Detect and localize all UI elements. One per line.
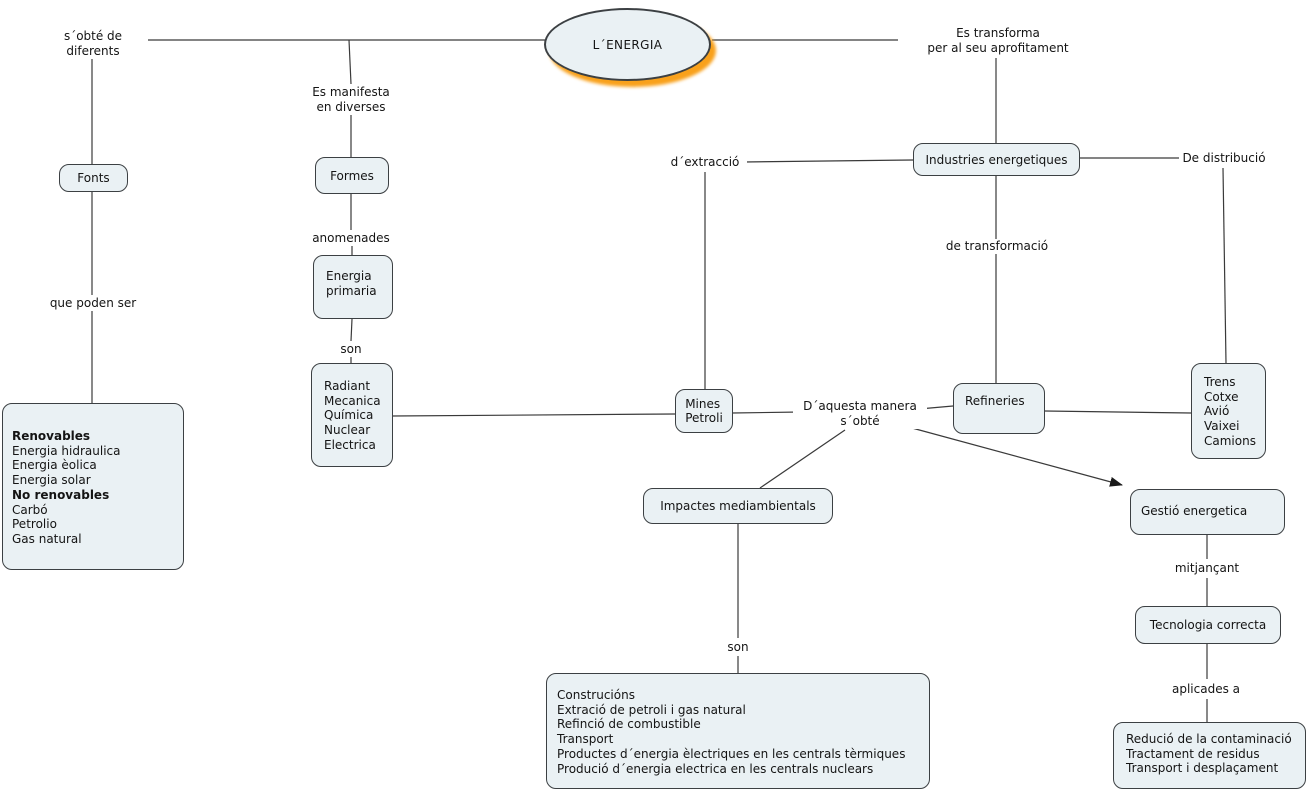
list-line: Extració de petroli i gas natural [557, 702, 746, 717]
list-line: Energia èolica [12, 458, 97, 473]
list-line: No renovables [12, 487, 110, 502]
list-line: Energia hidraulica [12, 443, 121, 458]
list-line: Produció d´energia electrica en les cent… [557, 761, 874, 776]
list-line: Redució de la contaminació [1126, 732, 1292, 746]
edge-label-poden-ser[interactable]: que poden ser [38, 296, 148, 311]
node-gestio-label: Gestió energetica [1141, 504, 1248, 518]
node-energia-primaria-label: Energia primaria [326, 269, 377, 298]
edge-distribucio-trens [1222, 167, 1227, 364]
list-line: Camions [1204, 433, 1256, 448]
node-energia-primaria[interactable]: Energia primaria [313, 255, 393, 319]
node-fonts[interactable]: Fonts [59, 164, 128, 192]
list-line: Química [324, 408, 374, 423]
list-line: Radiant [324, 379, 371, 393]
edge-main-manifesta [348, 39, 352, 85]
node-formes-list[interactable]: Radiant Mecanica Química Nuclear Electri… [311, 363, 393, 467]
node-transports-list[interactable]: Trens Cotxe Avió Vaixei Camions [1191, 363, 1266, 459]
list-line: Gas natural [12, 531, 82, 546]
list-line: Mecanica [324, 393, 381, 408]
node-tecnologia-correcta[interactable]: Tecnologia correcta [1135, 606, 1281, 644]
list-line: Electrica [324, 437, 376, 452]
node-gestio-energetica[interactable]: Gestió energetica [1130, 489, 1285, 535]
node-formes-label: Formes [330, 168, 374, 183]
edge-label-son-formes[interactable]: son [331, 342, 371, 357]
node-mines-label: Mines Petroli [685, 397, 723, 425]
list-line: Nuclear [324, 423, 371, 438]
edge-manera-gestio-arrow [911, 427, 1123, 487]
edge-industries-extraccio [743, 159, 914, 163]
edge-label-transformacio[interactable]: de transformació [942, 239, 1052, 254]
list-line: Cotxe [1204, 389, 1239, 404]
edge-mines-manera [731, 411, 802, 414]
node-impactes-list[interactable]: Construcións Extració de petroli i gas n… [546, 673, 930, 789]
edge-manera-impactes [759, 429, 846, 489]
node-impactes-label: Impactes mediambientals [660, 499, 816, 513]
edge-label-mitjancant[interactable]: mitjançant [1170, 561, 1244, 576]
list-line: Refinció de combustible [557, 717, 701, 732]
list-line: Petrolio [12, 517, 57, 532]
edge-label-sobte[interactable]: s´obté de diferents [38, 29, 148, 59]
list-line: Transport [557, 732, 614, 747]
list-line: Construcións [557, 688, 635, 702]
edge-label-extraccio[interactable]: d´extracció [663, 155, 747, 170]
edge-label-son-impactes[interactable]: son [718, 640, 758, 655]
node-industries-label: Industries energetiques [925, 152, 1068, 167]
edge-label-distribucio[interactable]: De distribució [1179, 151, 1269, 166]
edge-refineries-trens [1044, 410, 1192, 414]
node-fonts-list[interactable]: Renovables Energia hidraulica Energia èo… [2, 403, 184, 570]
edge-radiant-mines [391, 413, 676, 417]
edge-label-transforma[interactable]: Es transforma per al seu aprofitament [898, 26, 1098, 56]
node-fonts-label: Fonts [77, 171, 110, 185]
edge-label-aquesta-manera[interactable]: D´aquesta manera s´obté [793, 399, 927, 429]
list-line: Productes d´energia èlectriques en les c… [557, 746, 906, 761]
list-line: Trens [1204, 375, 1236, 389]
node-refineries-label: Refineries [965, 394, 1025, 408]
edge-label-anomenades[interactable]: anomenades [298, 231, 404, 246]
node-impactes-mediambientals[interactable]: Impactes mediambientals [643, 488, 833, 524]
edge-label-manifesta[interactable]: Es manifesta en diverses [294, 85, 408, 115]
node-industries-energetiques[interactable]: Industries energetiques [913, 143, 1080, 176]
node-refineries[interactable]: Refineries [953, 383, 1045, 434]
edge-label-aplicades[interactable]: aplicades a [1168, 682, 1244, 697]
list-line: Vaixei [1204, 419, 1240, 434]
node-energia-label: L´ENERGIA [592, 37, 663, 52]
node-formes[interactable]: Formes [315, 157, 389, 194]
node-mines-petroli[interactable]: Mines Petroli [675, 389, 733, 433]
list-line: Transport i desplaçament [1126, 761, 1279, 776]
node-gestio-list[interactable]: Redució de la contaminació Tractament de… [1113, 722, 1306, 789]
list-line: Tractament de residus [1126, 746, 1260, 761]
list-line: Energia solar [12, 473, 91, 488]
node-tecnologia-label: Tecnologia correcta [1149, 618, 1267, 632]
list-line: Renovables [12, 429, 91, 443]
list-line: Avió [1204, 404, 1230, 419]
node-energia[interactable]: L´ENERGIA [544, 8, 711, 81]
edge-eprimaria-son [350, 318, 353, 342]
list-line: Carbó [12, 502, 48, 517]
